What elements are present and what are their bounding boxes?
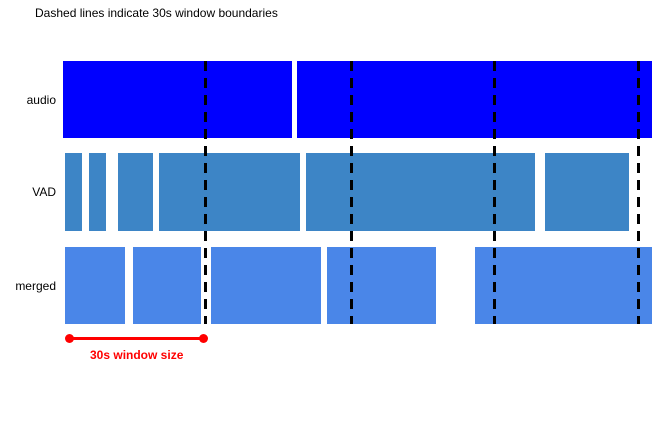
track-row-merged: [0, 247, 666, 324]
segment: [306, 153, 535, 231]
track-label-merged: merged: [15, 278, 56, 293]
segment: [297, 61, 652, 138]
window-size-label: 30s window size: [90, 348, 184, 362]
window-boundary-line: [493, 61, 496, 324]
segment: [475, 247, 652, 324]
arrow-start-dot: [65, 334, 74, 343]
track-label-audio: audio: [26, 92, 56, 107]
segment: [63, 61, 292, 138]
window-boundary-line: [637, 61, 640, 324]
segment: [65, 247, 125, 324]
segment: [65, 153, 82, 231]
window-boundary-line: [204, 61, 207, 324]
segment: [327, 247, 436, 324]
track-row-vad: [0, 153, 666, 231]
track-row-audio: [0, 61, 666, 138]
arrow-end-dot: [199, 334, 208, 343]
window-size-arrow: [69, 337, 203, 340]
track-label-vad: VAD: [32, 185, 56, 199]
segment: [89, 153, 106, 231]
segment: [159, 153, 300, 231]
segment: [211, 247, 321, 324]
segment: [133, 247, 201, 324]
window-boundary-line: [350, 61, 353, 324]
segment: [545, 153, 629, 231]
figure-title: Dashed lines indicate 30s window boundar…: [35, 6, 278, 20]
segment: [118, 153, 153, 231]
